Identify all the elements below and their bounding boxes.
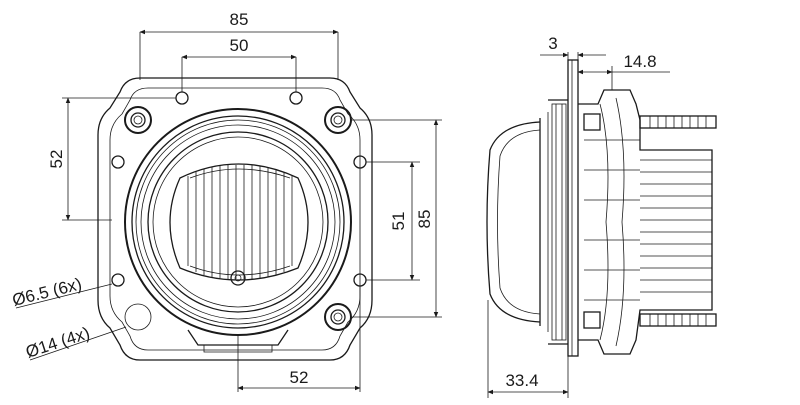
dim-width-outer: 85 — [230, 10, 249, 29]
small-hole — [289, 91, 303, 105]
dim-flange-thickness: 3 — [548, 34, 557, 53]
large-hole-tr — [324, 106, 352, 134]
side-view: 3 14.8 33.4 — [486, 34, 717, 398]
lens-dome — [486, 121, 541, 323]
threaded-stud-bottom — [583, 311, 717, 329]
dim-hole-spacing-right: 51 — [389, 212, 408, 231]
dim-rear-depth: 14.8 — [623, 52, 656, 71]
front-view: 85 50 52 51 85 52 Ø6.5 (6x) Ø14 (4x) — [10, 10, 442, 392]
dim-height-outer: 85 — [415, 210, 434, 229]
dim-hole-spacing-bottom: 52 — [290, 368, 309, 387]
threaded-stud-top — [583, 113, 717, 131]
mounting-flange-side — [567, 59, 579, 357]
callout-large-hole: Ø14 (4x) — [23, 323, 92, 362]
small-hole — [111, 273, 125, 287]
dim-hole-spacing-top: 50 — [230, 36, 249, 55]
lens — [169, 163, 309, 281]
dim-front-depth: 33.4 — [505, 371, 538, 390]
housing-outer-ring — [124, 108, 352, 336]
small-hole — [111, 155, 125, 169]
large-hole-bl — [124, 303, 152, 331]
large-hole-br — [324, 303, 352, 331]
large-hole-tl — [124, 106, 152, 134]
mounting-flange — [97, 77, 373, 361]
dim-hole-spacing-left: 52 — [47, 150, 66, 169]
heat-sink — [578, 89, 713, 355]
callout-small-hole: Ø6.5 (6x) — [10, 274, 83, 310]
small-hole — [175, 91, 189, 105]
